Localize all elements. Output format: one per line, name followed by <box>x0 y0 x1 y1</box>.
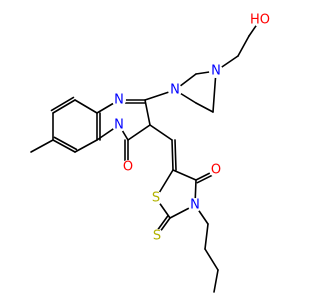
label-backdrop <box>149 191 163 205</box>
label-backdrop <box>168 83 182 97</box>
oxygen-label: O <box>123 160 133 175</box>
label-backdrop <box>112 118 126 132</box>
bond <box>204 248 219 271</box>
nitrogen-label: N <box>190 198 200 213</box>
label-backdrop <box>253 13 267 27</box>
oxygen-label: O <box>211 163 221 178</box>
bond <box>52 139 76 153</box>
bond <box>237 35 250 57</box>
bond <box>74 139 98 153</box>
bond <box>52 99 76 114</box>
double-bond <box>50 96 75 112</box>
double-bond <box>53 136 78 151</box>
nitrogen-label: N <box>114 93 124 108</box>
hydroxyl-label: HO <box>250 13 270 28</box>
double-bond <box>174 139 177 171</box>
sulfur-label: S <box>152 191 160 206</box>
bond <box>172 169 197 181</box>
bond <box>74 99 98 114</box>
label-backdrop <box>112 93 126 107</box>
bond <box>171 139 174 171</box>
nitrogen-label: N <box>211 64 221 79</box>
bond <box>149 124 173 141</box>
label-backdrop <box>121 160 135 174</box>
methyl-bond <box>30 139 54 153</box>
bond <box>213 269 219 293</box>
bond <box>204 223 209 250</box>
bond <box>127 124 151 141</box>
label-backdrop <box>209 64 223 78</box>
sulfur-label: S <box>153 229 161 244</box>
label-backdrop <box>150 229 164 243</box>
label-backdrop <box>188 198 202 212</box>
bond <box>144 99 151 126</box>
label-backdrop <box>209 163 223 177</box>
bond <box>195 102 214 113</box>
bond-group <box>30 19 261 293</box>
nitrogen-label: N <box>114 118 124 133</box>
nitrogen-label: N <box>170 83 180 98</box>
